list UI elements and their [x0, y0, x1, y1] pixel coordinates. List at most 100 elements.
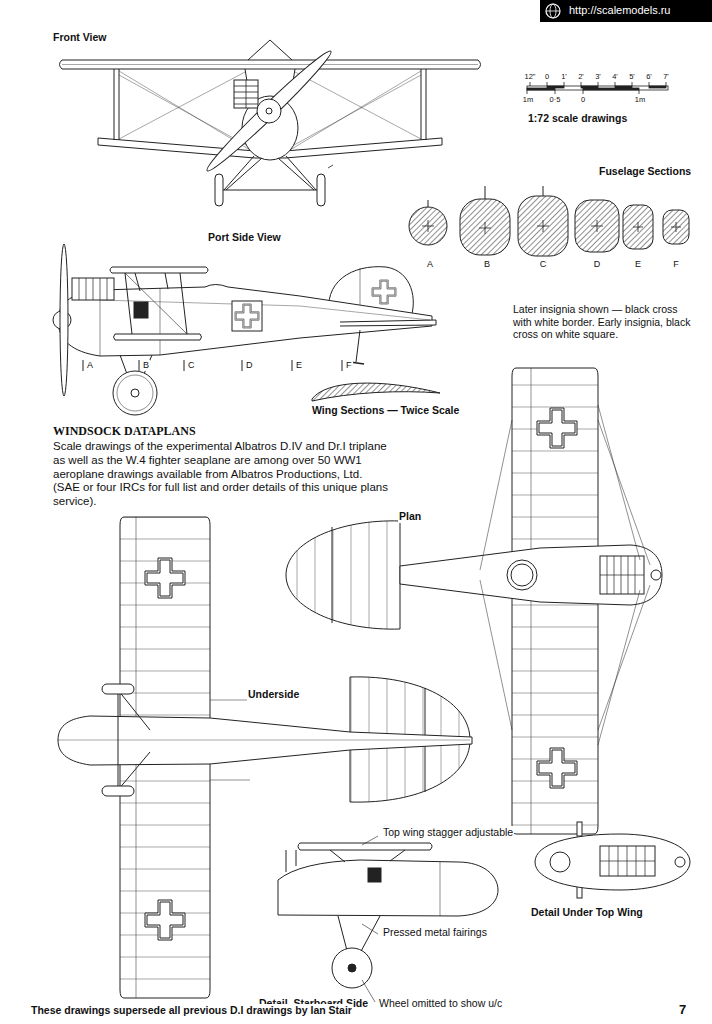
underside-view — [145, 558, 185, 598]
scale-tick: 7' — [662, 72, 670, 81]
side-view — [372, 280, 396, 304]
side-view — [165, 273, 168, 289]
side-view — [60, 244, 68, 396]
scale-tick: 3' — [594, 72, 602, 81]
front-view — [60, 60, 481, 69]
scale-tick: 5' — [628, 72, 636, 81]
scale-bar — [564, 82, 565, 86]
insignia-note: Later insignia shown — black cross with … — [512, 303, 699, 341]
scale-note: 1:72 scale drawings — [527, 112, 628, 125]
under-wing-detail — [675, 857, 685, 867]
plan-view — [598, 585, 650, 730]
starboard-detail — [330, 850, 345, 862]
section-letter: B — [483, 259, 491, 270]
section-letter: E — [634, 259, 642, 270]
side-view — [79, 278, 80, 300]
fuselage-sections — [543, 186, 544, 196]
side-view — [235, 304, 259, 328]
section-letter: D — [593, 259, 602, 270]
front-view — [226, 158, 262, 190]
scale-tick: 1m — [634, 95, 646, 104]
callout-text: Wheel omitted to show u/c — [378, 997, 503, 1010]
side-view — [356, 330, 360, 362]
station-letter: C — [187, 360, 196, 371]
starboard-detail — [440, 862, 441, 916]
side-view — [114, 334, 202, 340]
scale-bar — [639, 90, 640, 94]
plan-view — [651, 570, 661, 580]
side-view — [125, 273, 187, 334]
scale-tick: 0·5 — [549, 95, 562, 104]
fuselage-sections — [597, 220, 598, 232]
scale-tick: 4' — [611, 72, 619, 81]
view-title: Wing Sections — Twice Scale — [311, 404, 460, 417]
starboard-detail — [296, 850, 297, 866]
under-wing-detail — [600, 846, 655, 876]
starboard-detail — [298, 843, 432, 850]
scale-bar — [666, 82, 667, 86]
fuselage-sections — [485, 222, 486, 234]
scale-bar — [527, 86, 668, 90]
front-view — [215, 174, 223, 206]
section-letter: A — [426, 259, 434, 270]
scale-bar — [547, 82, 548, 86]
scale-tick: 0 — [580, 95, 586, 104]
under-wing-detail — [550, 852, 570, 872]
front-view — [285, 75, 421, 150]
plan-view — [511, 564, 533, 586]
scale-tick: 2' — [577, 72, 585, 81]
starboard-detail — [368, 868, 381, 882]
fuselage-sections — [623, 205, 653, 249]
watermark-bar — [540, 0, 712, 22]
under-wing-detail — [535, 834, 690, 890]
side-view — [107, 278, 108, 300]
view-title: Port Side View — [207, 231, 282, 244]
side-view — [83, 360, 84, 371]
plan-view — [598, 405, 640, 560]
side-view — [83, 360, 342, 371]
front-view — [426, 69, 427, 140]
fuselage-sections — [663, 210, 689, 244]
scale-bar — [581, 82, 582, 86]
side-view — [100, 278, 101, 300]
plan-view — [286, 368, 662, 834]
watermark-bar — [540, 0, 712, 22]
side-view — [135, 273, 140, 291]
watermark-bar — [546, 4, 560, 18]
view-title: Front View — [52, 31, 107, 44]
side-view — [113, 371, 157, 415]
footer-note: These drawings supersede all previous D.… — [30, 1004, 353, 1017]
starboard-detail — [286, 850, 287, 872]
front-view — [62, 64, 478, 65]
scale-bar — [632, 82, 633, 86]
station-letter: F — [345, 360, 353, 371]
fuselage-sections — [409, 207, 447, 245]
front-view — [60, 40, 481, 206]
underside-view — [118, 690, 119, 790]
station-letter: A — [86, 360, 94, 371]
side-view — [86, 278, 87, 300]
scale-tick: 1' — [560, 72, 568, 81]
panel-text: Scale drawings of the experimental Albat… — [52, 440, 392, 509]
wing-section — [312, 383, 440, 401]
callout-text: Pressed metal fairings — [382, 926, 488, 939]
front-view — [317, 174, 325, 206]
starboard-detail — [390, 850, 405, 861]
underside-view — [210, 780, 250, 781]
plan-view — [480, 405, 650, 745]
plan-view — [480, 420, 512, 570]
fuselage-sections — [422, 220, 681, 234]
section-letter: C — [539, 259, 548, 270]
scale-bar — [527, 88, 555, 90]
underside-view — [210, 700, 250, 701]
side-view — [117, 375, 153, 411]
scale-bar — [527, 82, 668, 94]
side-view — [342, 360, 343, 371]
view-title: Plan — [398, 510, 422, 523]
panel-heading: WINDSOCK DATAPLANS — [52, 424, 197, 438]
front-view — [286, 156, 316, 190]
underside-view — [118, 690, 150, 730]
starboard-detail — [332, 948, 372, 988]
underside-view — [102, 684, 134, 694]
